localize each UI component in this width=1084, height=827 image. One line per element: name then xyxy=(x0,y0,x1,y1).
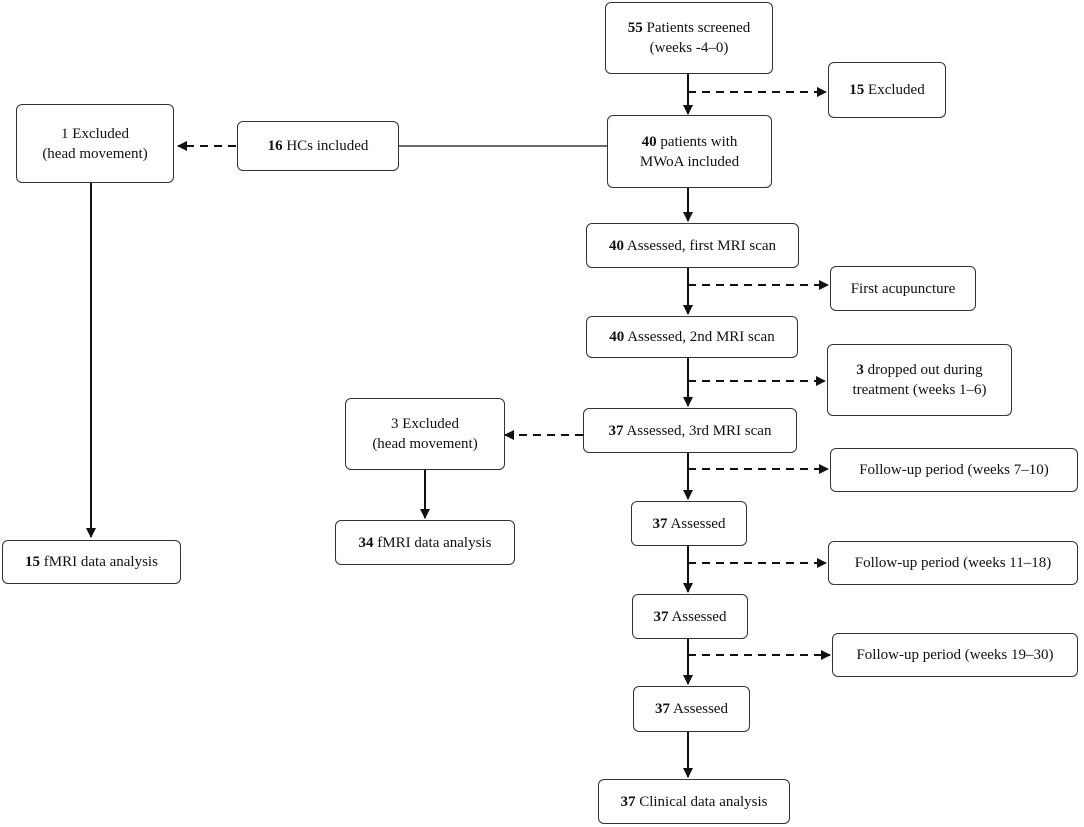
first-mri-label: Assessed, first MRI scan xyxy=(626,237,777,254)
dropped-label: dropped out during xyxy=(867,362,983,378)
third-mri-count: 37 xyxy=(608,422,624,439)
box-dropped-out: 3 dropped out during treatment (weeks 1–6… xyxy=(827,344,1012,416)
box-assessed-3: 37 Assessed xyxy=(633,686,750,732)
box-excluded-15: 15 Excluded xyxy=(828,62,946,118)
assessed-2-count: 37 xyxy=(653,608,669,625)
mwoa-count: 40 xyxy=(641,133,657,150)
third-mri-label: Assessed, 3rd MRI scan xyxy=(626,422,772,439)
box-assessed-2: 37 Assessed xyxy=(632,594,748,639)
assessed-2-label: Assessed xyxy=(671,608,727,625)
box-first-mri: 40 Assessed, first MRI scan xyxy=(586,223,799,268)
pt-analysis-label: fMRI data analysis xyxy=(377,534,492,551)
assessed-3-count: 37 xyxy=(655,701,671,717)
pt-excluded-label: 3 Excluded xyxy=(391,416,459,432)
excluded-15-count: 15 xyxy=(849,82,865,98)
hcs-count: 16 xyxy=(267,138,283,154)
assessed-1-count: 37 xyxy=(652,515,668,532)
mwoa-sub: MWoA included xyxy=(639,153,740,170)
box-first-acupuncture: First acupuncture xyxy=(830,266,976,311)
box-hc-excluded: 1 Excluded (head movement) xyxy=(16,104,174,183)
first-mri-count: 40 xyxy=(608,237,624,254)
box-follow-up-3: Follow-up period (weeks 19–30) xyxy=(832,633,1078,677)
clinical-count: 37 xyxy=(620,793,636,810)
first-acupuncture-label: First acupuncture xyxy=(850,280,956,297)
hcs-label: HCs included xyxy=(286,138,369,154)
box-hcs-included: 16 HCs included xyxy=(237,121,399,171)
assessed-1-label: Assessed xyxy=(670,515,726,532)
excluded-15-label: Excluded xyxy=(868,82,925,98)
box-patients-screened: 55 Patients screened (weeks -4–0) xyxy=(605,2,773,74)
hc-excluded-label: 1 Excluded xyxy=(61,125,129,142)
hc-analysis-count: 15 xyxy=(25,554,41,570)
clinical-label: Clinical data analysis xyxy=(639,793,768,810)
box-clinical-analysis: 37 Clinical data analysis xyxy=(598,779,790,824)
screened-count: 55 xyxy=(627,20,643,36)
box-pt-fmri-analysis: 34 fMRI data analysis xyxy=(335,520,515,565)
box-follow-up-2: Follow-up period (weeks 11–18) xyxy=(828,541,1078,585)
second-mri-count: 40 xyxy=(609,329,625,345)
box-follow-up-1: Follow-up period (weeks 7–10) xyxy=(830,448,1078,492)
hc-analysis-label: fMRI data analysis xyxy=(43,554,158,570)
follow-up-1-label: Follow-up period (weeks 7–10) xyxy=(859,462,1049,478)
screened-label: Patients screened xyxy=(646,20,751,36)
dropped-count: 3 xyxy=(856,362,864,378)
hc-excluded-reason: (head movement) xyxy=(42,145,148,162)
pt-excluded-reason: (head movement) xyxy=(372,436,478,452)
box-hc-fmri-analysis: 15 fMRI data analysis xyxy=(2,540,181,584)
assessed-3-label: Assessed xyxy=(672,701,728,717)
box-assessed-1: 37 Assessed xyxy=(631,501,747,546)
follow-up-3-label: Follow-up period (weeks 19–30) xyxy=(856,647,1054,663)
pt-analysis-count: 34 xyxy=(358,534,374,551)
box-third-mri: 37 Assessed, 3rd MRI scan xyxy=(583,408,797,453)
mwoa-label: patients with xyxy=(660,133,738,150)
box-second-mri: 40 Assessed, 2nd MRI scan xyxy=(586,316,798,358)
box-pt-excluded: 3 Excluded (head movement) xyxy=(345,398,505,470)
follow-up-2-label: Follow-up period (weeks 11–18) xyxy=(854,555,1052,571)
second-mri-label: Assessed, 2nd MRI scan xyxy=(627,329,775,345)
dropped-sub: treatment (weeks 1–6) xyxy=(852,382,987,398)
screened-weeks: (weeks -4–0) xyxy=(649,40,729,56)
